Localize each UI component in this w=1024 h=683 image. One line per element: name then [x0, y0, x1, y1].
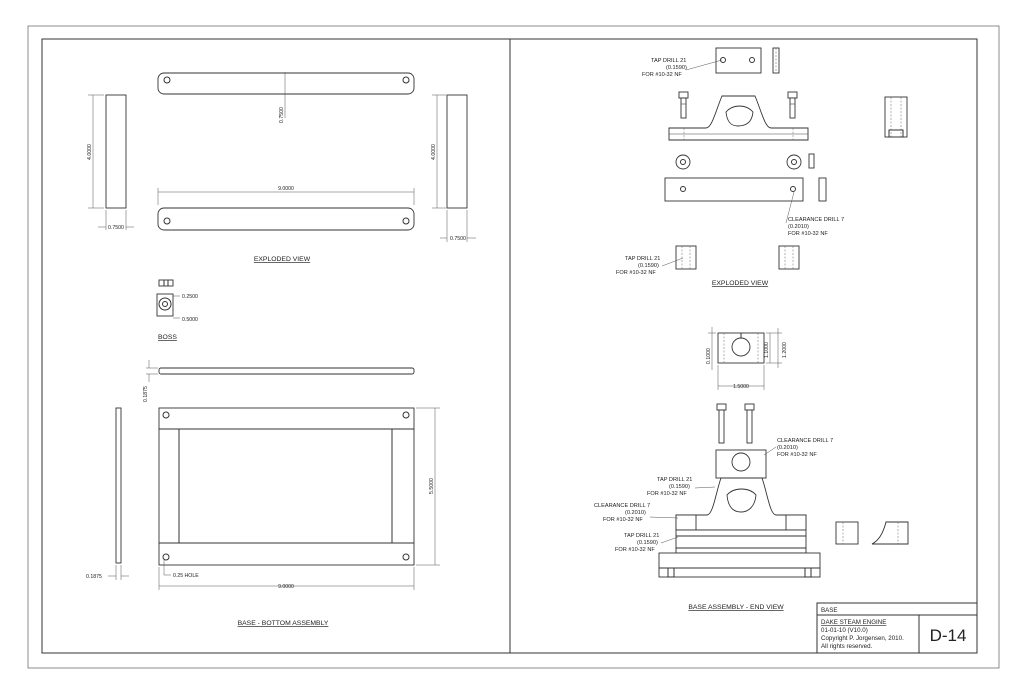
note-tap-drill-1: TAP DRILL 21 (0.1590) FOR #10-32 NF: [642, 58, 688, 78]
bottom-assembly-title: BASE - BOTTOM ASSEMBLY: [238, 620, 329, 627]
note-tap-drill-4: TAP DRILL 21 (0.1590) FOR #10-32 NF: [615, 533, 661, 553]
bolt-left: [716, 403, 727, 411]
left-side-bar: [105, 94, 127, 209]
note-clearance-2: CLEARANCE DRILL 7 (0.2010) FOR #10-32 NF: [777, 438, 835, 458]
title-block-part: BASE: [821, 607, 838, 614]
note-clearance-3: CLEARANCE DRILL 7 (0.2010) FOR #10-32 NF: [594, 503, 652, 523]
left-exploded-view: 4.0000 0.7500 0.7500 9.0000 4.0000 0.750…: [87, 72, 476, 263]
outer-border: [27, 25, 1000, 669]
dim-bar-length: 9.0000: [278, 186, 294, 192]
dim-top-bar: 0.7500: [279, 107, 285, 123]
bottom-long-bar: [157, 207, 415, 231]
bearing-block-detail: 0.1000 1.1000 1.2000 1.5000: [706, 327, 788, 390]
dim-boss-bore: 0.2500: [182, 294, 198, 300]
title-block-rights: All rights reserved.: [821, 643, 873, 650]
dim-frame-length: 9.0000: [278, 584, 294, 590]
screw-left: [678, 91, 689, 99]
note-tap-drill-3: TAP DRILL 21 (0.1590) FOR #10-32 NF: [647, 477, 694, 497]
dim-frame-height: 5.5000: [429, 478, 435, 494]
block-right: [778, 245, 800, 270]
boss-side: [158, 279, 174, 287]
dim-boss-od: 0.5000: [182, 317, 198, 323]
dim-side-height: 4.0000: [87, 144, 93, 160]
boss-title: BOSS: [158, 334, 177, 341]
top-long-bar: [157, 72, 415, 95]
pin-small: [808, 153, 815, 169]
boss-detail: 0.2500 0.5000 BOSS: [156, 279, 198, 341]
hole-note: 0.25 HOLE: [173, 573, 199, 579]
dim-right-width: 0.7500: [450, 236, 466, 242]
dim-block-h2: 1.2000: [782, 342, 788, 358]
base-side-profile: [115, 407, 122, 564]
washer-left: [675, 154, 691, 170]
sheet-number: D-14: [930, 626, 967, 645]
base-rail: [658, 552, 821, 578]
crossbar: [664, 177, 804, 202]
right-exploded-title: EXPLODED VIEW: [712, 280, 769, 287]
crossbar-end: [818, 177, 827, 202]
dim-side-width: 0.7500: [108, 225, 124, 231]
side-profile-block: [835, 521, 859, 545]
dim-block-h1: 1.1000: [764, 342, 770, 358]
title-block: BASE DAKE STEAM ENGINE 01-01-10 (V10.0) …: [816, 602, 978, 654]
side-profile-bracket: [871, 521, 909, 545]
assembled-pedestal: [675, 477, 807, 531]
end-view: 0.1000 1.1000 1.2000 1.5000 CLEARANCE DR…: [594, 327, 909, 611]
title-block-copyright: Copyright P. Jorgensen, 2010.: [821, 635, 904, 642]
dim-block-width: 1.5000: [733, 384, 749, 390]
dim-plate-thk: 0.1875: [143, 386, 149, 402]
pedestal-bracket: [668, 95, 809, 141]
bolt-right: [744, 403, 755, 411]
left-exploded-title: EXPLODED VIEW: [254, 256, 311, 263]
block-left: [675, 245, 697, 270]
screw-right: [787, 91, 798, 99]
dim-right-height: 4.0000: [431, 144, 437, 160]
dim-side-thk: 0.1875: [86, 574, 102, 580]
base-hole: [162, 553, 170, 561]
base-plate-edge: [158, 367, 415, 375]
end-view-title: BASE ASSEMBLY - END VIEW: [688, 604, 784, 611]
title-block-date: 01-01-10 (V10.0): [821, 627, 868, 634]
washer-right: [786, 154, 802, 170]
dim-block-inner: 0.1000: [706, 348, 712, 364]
note-clearance-1: CLEARANCE DRILL 7 (0.2010) FOR #10-32 NF: [788, 217, 846, 237]
right-exploded-view: TAP DRILL 21 (0.1590) FOR #10-32 NF: [616, 47, 908, 287]
title-block-project: DAKE STEAM ENGINE: [821, 619, 886, 626]
note-tap-drill-2: TAP DRILL 21 (0.1590) FOR #10-32 NF: [616, 256, 662, 276]
base-bottom-assembly: 0.1875 0.1875 0.25 HOLE 5.5000 9.0000 BA…: [86, 360, 440, 627]
cap-block: [715, 47, 762, 74]
assembled-crossbar: [675, 529, 807, 554]
side-block-right: [884, 96, 908, 138]
right-side-bar: [446, 94, 468, 209]
base-frame: [158, 407, 415, 566]
